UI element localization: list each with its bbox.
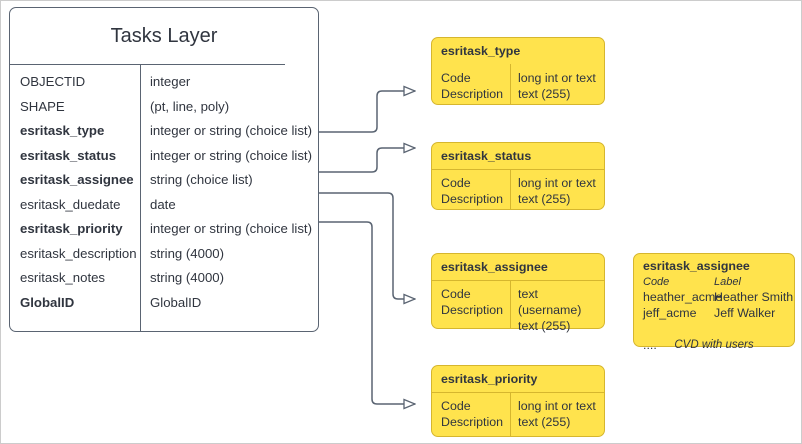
domain-header-divider bbox=[432, 280, 604, 281]
field-name: esritask_duedate bbox=[20, 196, 121, 212]
domain-fields: Code Description bbox=[441, 399, 503, 429]
field-type: string (4000) bbox=[150, 270, 225, 285]
domain-fields: Code Description bbox=[441, 71, 503, 101]
domain-header-divider bbox=[432, 169, 604, 170]
domain-types: long int or text text (255) bbox=[518, 71, 596, 101]
cvd-ellipsis: .... bbox=[643, 338, 657, 352]
field-name: esritask_priority bbox=[20, 221, 123, 236]
field-row[interactable]: esritask_status integer or string (choice… bbox=[10, 146, 318, 171]
field-row[interactable]: esritask_description string (4000) bbox=[10, 244, 318, 269]
domain-fields: Code Description bbox=[441, 287, 503, 317]
connector-priority bbox=[319, 221, 415, 404]
field-row[interactable]: esritask_priority integer or string (choi… bbox=[10, 219, 318, 244]
entity-column-divider bbox=[140, 64, 141, 331]
cvd-header-code: Code bbox=[643, 276, 670, 288]
cvd-label: Heather Smith bbox=[714, 290, 794, 304]
field-name: esritask_notes bbox=[20, 270, 106, 285]
field-name: esritask_description bbox=[20, 245, 137, 261]
domain-box-esritask-assignee[interactable]: esritask_assignee Code Description text … bbox=[431, 253, 605, 333]
cvd-row: jeff_acme Jeff Walker bbox=[643, 306, 790, 322]
field-name: esritask_status bbox=[20, 147, 117, 163]
field-name: esritask_assignee bbox=[20, 172, 134, 187]
domain-column-divider bbox=[510, 169, 511, 209]
field-type: date bbox=[150, 196, 176, 212]
field-type: GlobalID bbox=[150, 294, 202, 310]
field-type: integer or string (choice list) bbox=[150, 147, 312, 163]
cvd-sample-box[interactable]: esritask_assignee Code Label heather_acm… bbox=[633, 253, 795, 352]
domain-types: long int or text text (255) bbox=[518, 176, 596, 206]
cvd-caption: CVD with users bbox=[674, 339, 754, 351]
field-name: OBJECTID bbox=[20, 74, 86, 89]
field-name: esritask_type bbox=[20, 123, 105, 138]
domain-types: long int or text text (255) bbox=[518, 399, 596, 429]
domain-title: esritask_assignee bbox=[441, 260, 548, 274]
field-row[interactable]: esritask_duedate date bbox=[10, 195, 318, 220]
domain-fields: Code Description bbox=[441, 176, 503, 206]
field-row[interactable]: GlobalID GlobalID bbox=[10, 293, 318, 318]
entity-title: Tasks Layer bbox=[110, 25, 218, 47]
domain-box-esritask-type[interactable]: esritask_type Code Description long int … bbox=[431, 37, 605, 105]
field-type: integer or string (choice list) bbox=[150, 221, 312, 236]
cvd-label: Jeff Walker bbox=[714, 306, 776, 320]
cvd-header-label: Label bbox=[714, 276, 741, 288]
field-row[interactable]: OBJECTID integer bbox=[10, 72, 318, 97]
domain-column-divider bbox=[510, 280, 511, 328]
field-type: integer bbox=[150, 74, 191, 89]
domain-column-divider bbox=[510, 392, 511, 436]
field-type: string (4000) bbox=[150, 245, 225, 261]
domain-box-esritask-priority[interactable]: esritask_priority Code Description long … bbox=[431, 365, 605, 437]
cvd-code: heather_acme bbox=[643, 290, 723, 304]
domain-types: text (username) text (255) bbox=[518, 287, 582, 333]
connector-status bbox=[319, 148, 415, 173]
domain-title: esritask_type bbox=[441, 44, 521, 58]
domain-column-divider bbox=[510, 64, 511, 104]
field-name: SHAPE bbox=[20, 98, 65, 114]
entity-title-divider bbox=[10, 64, 285, 65]
connector-assignee bbox=[319, 192, 415, 299]
field-type: integer or string (choice list) bbox=[150, 123, 312, 138]
domain-box-esritask-status[interactable]: esritask_status Code Description long in… bbox=[431, 142, 605, 210]
field-row[interactable]: SHAPE (pt, line, poly) bbox=[10, 97, 318, 122]
domain-header-divider bbox=[432, 392, 604, 393]
field-name: GlobalID bbox=[20, 294, 75, 310]
field-type: string (choice list) bbox=[150, 172, 253, 187]
cvd-title: esritask_assignee bbox=[643, 259, 750, 273]
domain-title: esritask_status bbox=[441, 149, 532, 163]
cvd-code: jeff_acme bbox=[643, 306, 697, 320]
field-type: (pt, line, poly) bbox=[150, 98, 230, 114]
field-row[interactable]: esritask_notes string (4000) bbox=[10, 268, 318, 293]
field-row[interactable]: esritask_type integer or string (choice l… bbox=[10, 121, 318, 146]
connector-type bbox=[319, 91, 415, 133]
field-row[interactable]: esritask_assignee string (choice list) bbox=[10, 170, 318, 195]
domain-title: esritask_priority bbox=[441, 372, 538, 386]
